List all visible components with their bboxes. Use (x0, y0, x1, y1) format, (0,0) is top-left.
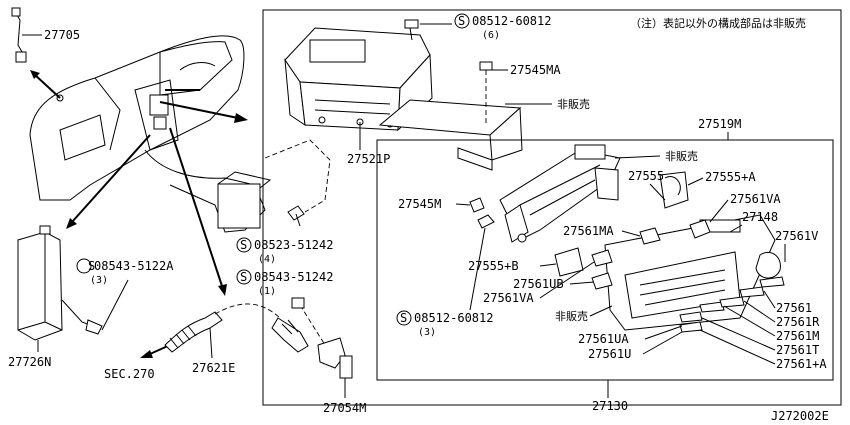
label-27561UA: 27561UA (578, 332, 629, 346)
unit-27521P (284, 19, 433, 150)
hose-27621E (164, 303, 309, 359)
not-for-sale-1: 非販売 (557, 98, 590, 111)
screw-num-s1: 08512-60812 (472, 14, 551, 28)
label-27555A: 27555+A (705, 170, 756, 184)
leader-s5 (469, 227, 486, 311)
label-27705: 27705 (44, 28, 80, 42)
sensor-27054M (291, 297, 353, 398)
screw-num-s3: 08543-51242 (254, 270, 333, 284)
label-27561VA-mid: 27561VA (483, 291, 534, 305)
label-27561: 27561 (776, 301, 812, 315)
screw-qty-s1: (6) (482, 30, 500, 41)
note-text: （注）表記以外の構成部品は非販売 (630, 16, 806, 30)
label-27545M: 27545M (398, 197, 441, 211)
leader-arrows (30, 70, 248, 296)
label-27130: 27130 (592, 399, 628, 413)
frame-outer (262, 9, 842, 406)
screw-27052 (287, 205, 305, 227)
leader-27561R (743, 300, 776, 323)
leader-27555A (687, 177, 704, 186)
leader-27561A (699, 329, 776, 365)
leader-27561VA-top (709, 199, 729, 223)
bracket-27545MA (378, 61, 530, 171)
screw-circle-s1 (454, 13, 470, 29)
diagram-id: J272002E (771, 409, 829, 423)
not-for-sale-3: 非販売 (555, 310, 588, 323)
label-sec270: SEC.270 (104, 367, 155, 381)
label-27054M: 27054M (323, 401, 366, 415)
label-27561MA: 27561MA (563, 224, 614, 238)
dashed-guide-1 (264, 139, 331, 213)
screw-circle-s3 (236, 269, 252, 285)
leader-27555B (539, 263, 557, 267)
leader-27545M (455, 203, 471, 206)
leader-27561T (701, 317, 776, 351)
screw-symbol-s3: S (240, 270, 247, 284)
leader-27561MA (621, 230, 641, 237)
label-27561VA-top: 27561VA (730, 192, 781, 206)
leader-27561M (723, 305, 776, 337)
screw-num-s2: 08523-51242 (254, 238, 333, 252)
label-27621E: 27621E (192, 361, 235, 375)
not-for-sale-2: 非販売 (665, 150, 698, 163)
leader-27148 (729, 224, 743, 233)
sec-arrow-head (140, 350, 153, 358)
label-27561U: 27561U (588, 347, 631, 361)
label-27561R: 27561R (776, 315, 820, 329)
leader-27555 (649, 183, 666, 201)
screw-circle-s5 (396, 310, 412, 326)
leader-nfs-3 (589, 305, 613, 317)
leader-27561VA-mid (539, 261, 595, 299)
label-27561A: 27561+A (776, 357, 827, 371)
leader-27561 (763, 290, 776, 309)
frame-inner (376, 139, 834, 381)
leader-27561U (642, 331, 683, 355)
label-27148: 27148 (742, 210, 778, 224)
screw-num-s5: 08512-60812 (414, 311, 493, 325)
screw-circle-s4 (76, 258, 92, 274)
label-27726N: 27726N (8, 355, 51, 369)
leader-nfs-2 (614, 155, 661, 159)
screw-symbol-s4: S (88, 259, 95, 273)
label-27519M: 27519M (698, 117, 741, 131)
screw-symbol-s1: S (458, 14, 465, 28)
screw-qty-s5: (3) (418, 327, 436, 338)
label-27561M: 27561M (776, 329, 819, 343)
label-27521P: 27521P (347, 152, 390, 166)
dashboard-illustration (29, 35, 272, 233)
leader-27561UB (569, 281, 595, 285)
screw-qty-s3: (1) (258, 286, 276, 297)
screw-circle-s2 (236, 237, 252, 253)
label-27555: 27555 (628, 169, 664, 183)
screw-qty-s4: (3) (90, 275, 108, 286)
screw-symbol-s2: S (240, 238, 247, 252)
screw-symbol-s5: S (400, 311, 407, 325)
label-27561T: 27561T (776, 343, 819, 357)
label-27561UB: 27561UB (513, 277, 564, 291)
label-27561V: 27561V (775, 229, 818, 243)
screw-num-s4: 08543-5122A (94, 259, 174, 273)
label-27545MA: 27545MA (510, 63, 561, 77)
leader-27561UA (644, 325, 683, 340)
control-panel-assembly (469, 144, 785, 333)
label-27555B: 27555+B (468, 259, 519, 273)
control-unit-27726N (17, 225, 129, 352)
screw-qty-s2: (4) (258, 254, 276, 265)
sensor-27705 (11, 7, 42, 63)
